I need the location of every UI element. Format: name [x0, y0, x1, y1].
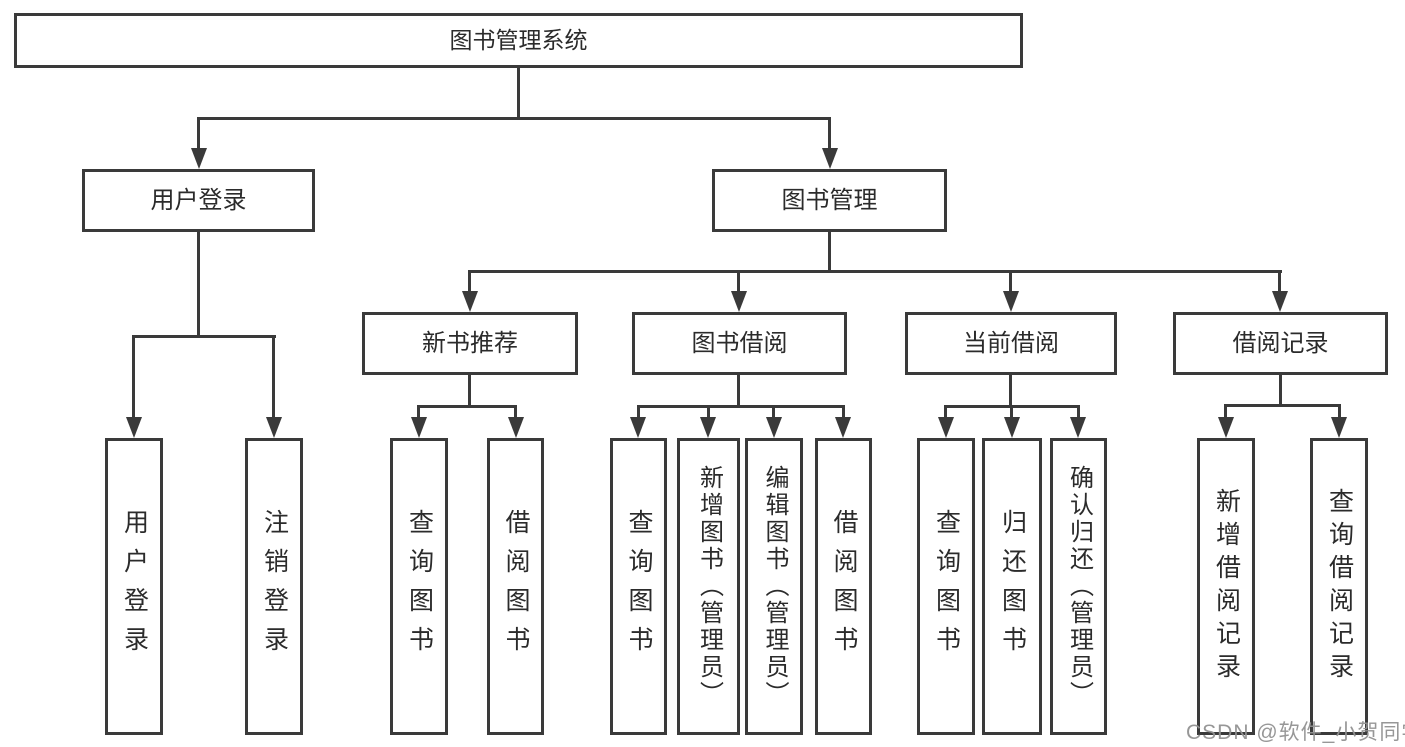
- leaf-query-books-current: 查询图书: [917, 438, 975, 735]
- connector-line: [828, 117, 831, 150]
- arrow-down-icon: [630, 417, 646, 438]
- connector-line: [1278, 270, 1281, 293]
- arrow-down-icon: [266, 417, 282, 438]
- connector-line: [272, 335, 275, 419]
- arrow-down-icon: [700, 417, 716, 438]
- leaf-query-books-borrow: 查询图书: [610, 438, 667, 735]
- connector-line: [1010, 405, 1013, 419]
- connector-line: [468, 375, 471, 408]
- connector-line: [132, 335, 276, 338]
- leaf-confirm-return-admin: 确认归还（管理员）: [1050, 438, 1107, 735]
- arrow-down-icon: [1218, 417, 1234, 438]
- connector-line: [772, 405, 775, 419]
- arrow-down-icon: [731, 291, 747, 312]
- connector-line: [737, 375, 740, 408]
- connector-line: [1009, 375, 1012, 408]
- connector-line: [468, 270, 1282, 273]
- arrow-down-icon: [1331, 417, 1347, 438]
- leaf-user-login: 用户登录: [105, 438, 163, 735]
- connector-line: [1279, 375, 1282, 407]
- connector-line: [828, 232, 831, 273]
- csdn-watermark: CSDN @软件_小贺同学: [1186, 721, 1405, 744]
- connector-line: [637, 405, 845, 408]
- node-root-library-system: 图书管理系统: [14, 13, 1023, 68]
- leaf-borrow-books-recommend: 借阅图书: [487, 438, 544, 735]
- node-book-management: 图书管理: [712, 169, 947, 232]
- leaf-add-book-admin: 新增图书（管理员）: [677, 438, 740, 735]
- node-borrow-records: 借阅记录: [1173, 312, 1388, 375]
- leaf-return-book: 归还图书: [982, 438, 1042, 735]
- node-new-book-recommend: 新书推荐: [362, 312, 578, 375]
- connector-line: [1338, 404, 1341, 419]
- arrow-down-icon: [1070, 417, 1086, 438]
- leaf-query-books-recommend: 查询图书: [390, 438, 448, 735]
- leaf-logout: 注销登录: [245, 438, 303, 735]
- arrow-down-icon: [1004, 417, 1020, 438]
- connector-line: [417, 405, 420, 419]
- connector-line: [1009, 270, 1012, 293]
- arrow-down-icon: [508, 417, 524, 438]
- arrow-down-icon: [938, 417, 954, 438]
- leaf-edit-book-admin: 编辑图书（管理员）: [745, 438, 803, 735]
- connector-line: [1224, 404, 1227, 419]
- connector-line: [132, 335, 135, 419]
- connector-line: [944, 405, 947, 419]
- arrow-down-icon: [835, 417, 851, 438]
- leaf-borrow-books-borrow: 借阅图书: [815, 438, 872, 735]
- connector-line: [842, 405, 845, 419]
- node-book-borrow: 图书借阅: [632, 312, 847, 375]
- connector-line: [417, 405, 517, 408]
- node-current-borrow: 当前借阅: [905, 312, 1117, 375]
- connector-line: [514, 405, 517, 419]
- connector-line: [197, 117, 200, 150]
- arrow-down-icon: [411, 417, 427, 438]
- connector-line: [637, 405, 640, 419]
- connector-line: [1224, 404, 1341, 407]
- arrow-down-icon: [126, 417, 142, 438]
- leaf-query-borrow-record: 查询借阅记录: [1310, 438, 1368, 735]
- arrow-down-icon: [1272, 291, 1288, 312]
- arrow-down-icon: [766, 417, 782, 438]
- connector-line: [517, 68, 520, 118]
- arrow-down-icon: [1003, 291, 1019, 312]
- arrow-down-icon: [822, 148, 838, 169]
- connector-line: [707, 405, 710, 419]
- connector-line: [1077, 405, 1080, 419]
- connector-line: [197, 117, 831, 120]
- connector-line: [737, 270, 740, 293]
- connector-line: [468, 270, 471, 293]
- connector-line: [197, 232, 200, 336]
- leaf-add-borrow-record: 新增借阅记录: [1197, 438, 1255, 735]
- arrow-down-icon: [191, 148, 207, 169]
- arrow-down-icon: [462, 291, 478, 312]
- node-user-login: 用户登录: [82, 169, 315, 232]
